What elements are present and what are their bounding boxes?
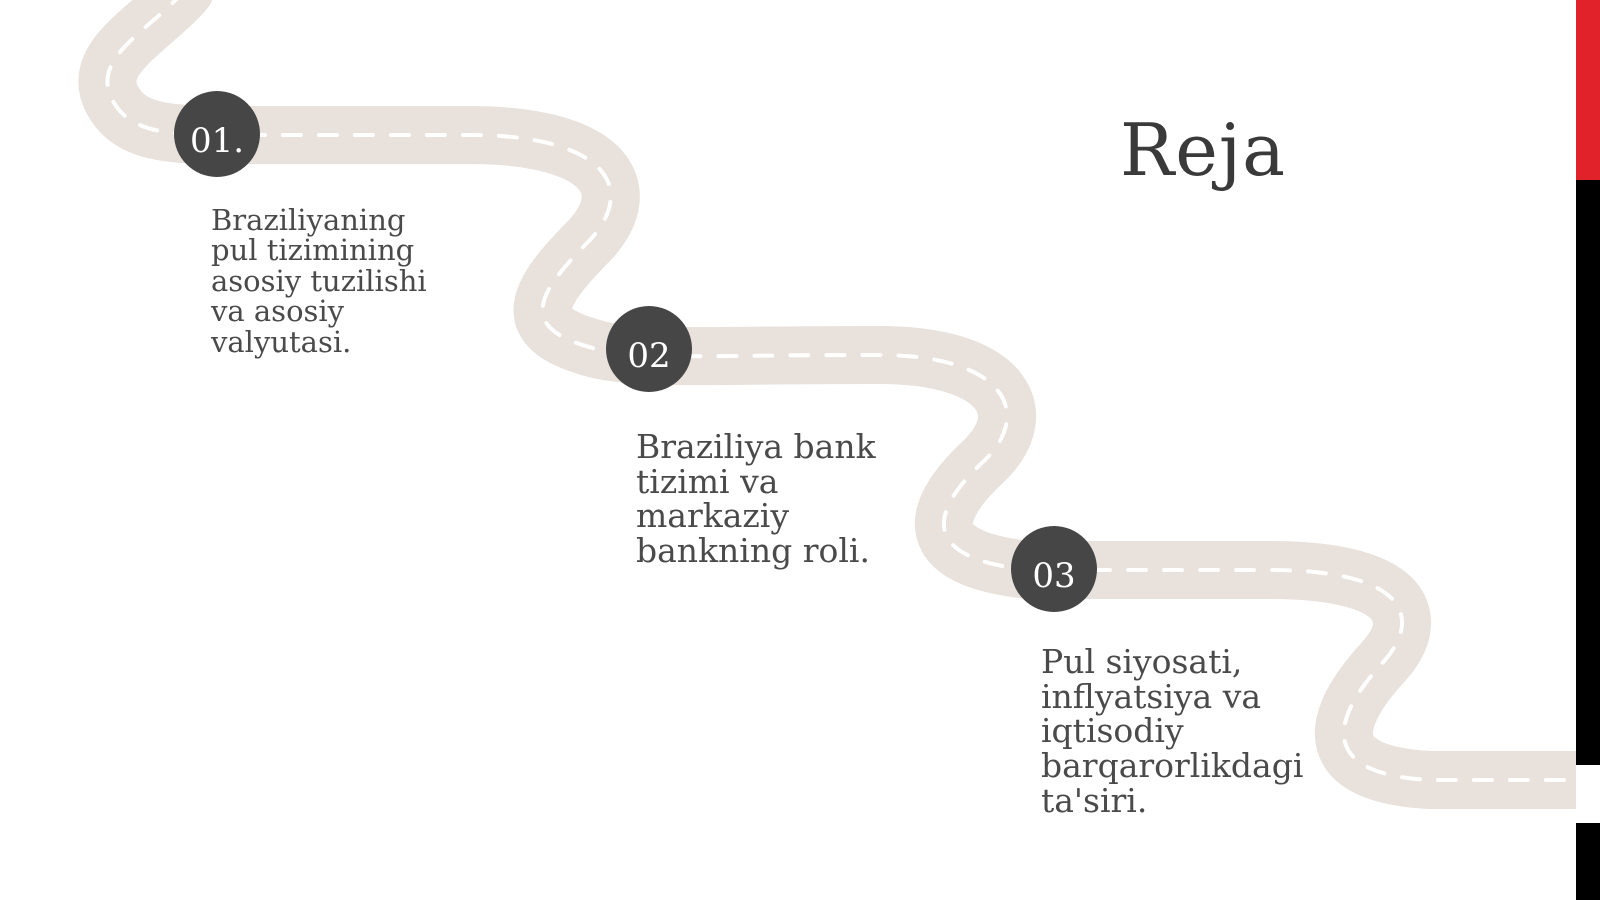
- step-1-text: Braziliyaning pul tizimining asosiy tuzi…: [211, 203, 427, 359]
- step-3-text: Pul siyosati, inflyatsiya va iqtisodiy b…: [1041, 642, 1304, 820]
- step-2-text: Braziliya bank tizimi va markaziy bankni…: [636, 427, 876, 570]
- road-center-dashes: [105, 0, 1600, 782]
- road-body: [78, 0, 1600, 809]
- accent-red-segment: [1576, 0, 1600, 180]
- accent-gap: [1576, 765, 1600, 823]
- right-accent-bar: [1576, 0, 1600, 900]
- step-1-badge: 01.: [174, 91, 260, 177]
- slide-title: Reja: [1120, 108, 1287, 192]
- step-3-badge: 03: [1011, 526, 1097, 612]
- step-2-badge: 02: [606, 306, 692, 392]
